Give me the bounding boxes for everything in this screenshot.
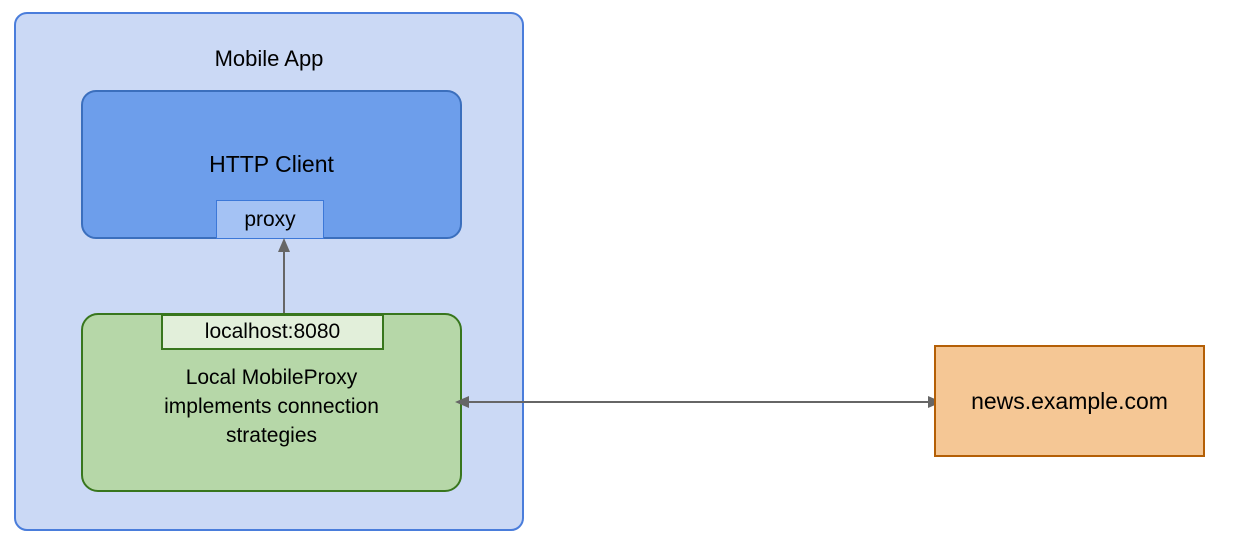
local-proxy-line-3: strategies	[225, 424, 318, 447]
proxy-port-badge: proxy	[216, 200, 324, 239]
local-proxy-line-1: Local MobileProxy	[185, 366, 358, 389]
mobile-app-title: Mobile App	[214, 46, 324, 71]
http-client-label: HTTP Client	[209, 151, 334, 177]
remote-server-node: news.example.com	[934, 345, 1205, 457]
local-proxy-description: Local MobileProxy implements connection …	[83, 363, 460, 450]
connector-local-proxy-to-remote	[455, 385, 942, 419]
local-proxy-node: localhost:8080 Local MobileProxy impleme…	[81, 313, 462, 492]
local-proxy-line-2: implements connection	[164, 395, 379, 418]
mobile-app-container: Mobile App HTTP Client proxy localhost:8…	[14, 12, 524, 531]
localhost-endpoint-badge: localhost:8080	[161, 314, 384, 350]
horizontal-double-arrow-icon	[455, 396, 942, 408]
